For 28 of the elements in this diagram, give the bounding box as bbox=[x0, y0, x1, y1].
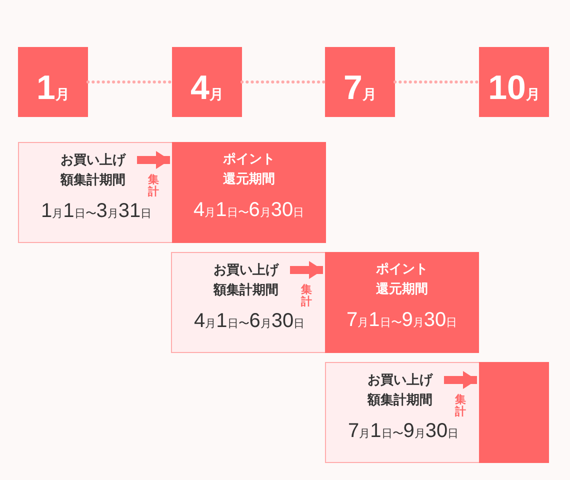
purchase-period-box bbox=[171, 252, 326, 353]
period-heading: ポイント還元期間 bbox=[222, 151, 276, 190]
month-box bbox=[325, 47, 395, 117]
arrow bbox=[444, 371, 477, 389]
period-heading: お買い上げ額集計期間 bbox=[366, 372, 434, 410]
box-shape bbox=[479, 362, 549, 463]
month-label: 10月 bbox=[488, 71, 540, 105]
month-box bbox=[479, 47, 549, 117]
points-period-box bbox=[172, 142, 326, 243]
purchase-period-box bbox=[18, 142, 173, 243]
period-heading: ポイント還元期間 bbox=[375, 261, 429, 300]
month-box bbox=[18, 47, 88, 117]
period-heading: お買い上げ額集計期間 bbox=[212, 262, 280, 300]
dotted-connector bbox=[240, 80, 326, 84]
purchase-period-box bbox=[325, 362, 480, 463]
month-label: 7月 bbox=[344, 71, 376, 105]
dotted-connector bbox=[86, 80, 174, 84]
arrow bbox=[290, 261, 323, 279]
edge-label: 集計 bbox=[455, 394, 466, 418]
arrow bbox=[137, 151, 170, 169]
period-heading: お買い上げ額集計期間 bbox=[59, 152, 127, 190]
edge-label: 集計 bbox=[148, 174, 159, 198]
month-box bbox=[172, 47, 242, 117]
month-label: 1月 bbox=[36, 71, 70, 105]
dotted-connector bbox=[394, 80, 480, 84]
edge-label: 集計 bbox=[301, 284, 312, 308]
month-label: 4月 bbox=[190, 71, 224, 105]
points-period-box bbox=[325, 252, 479, 353]
